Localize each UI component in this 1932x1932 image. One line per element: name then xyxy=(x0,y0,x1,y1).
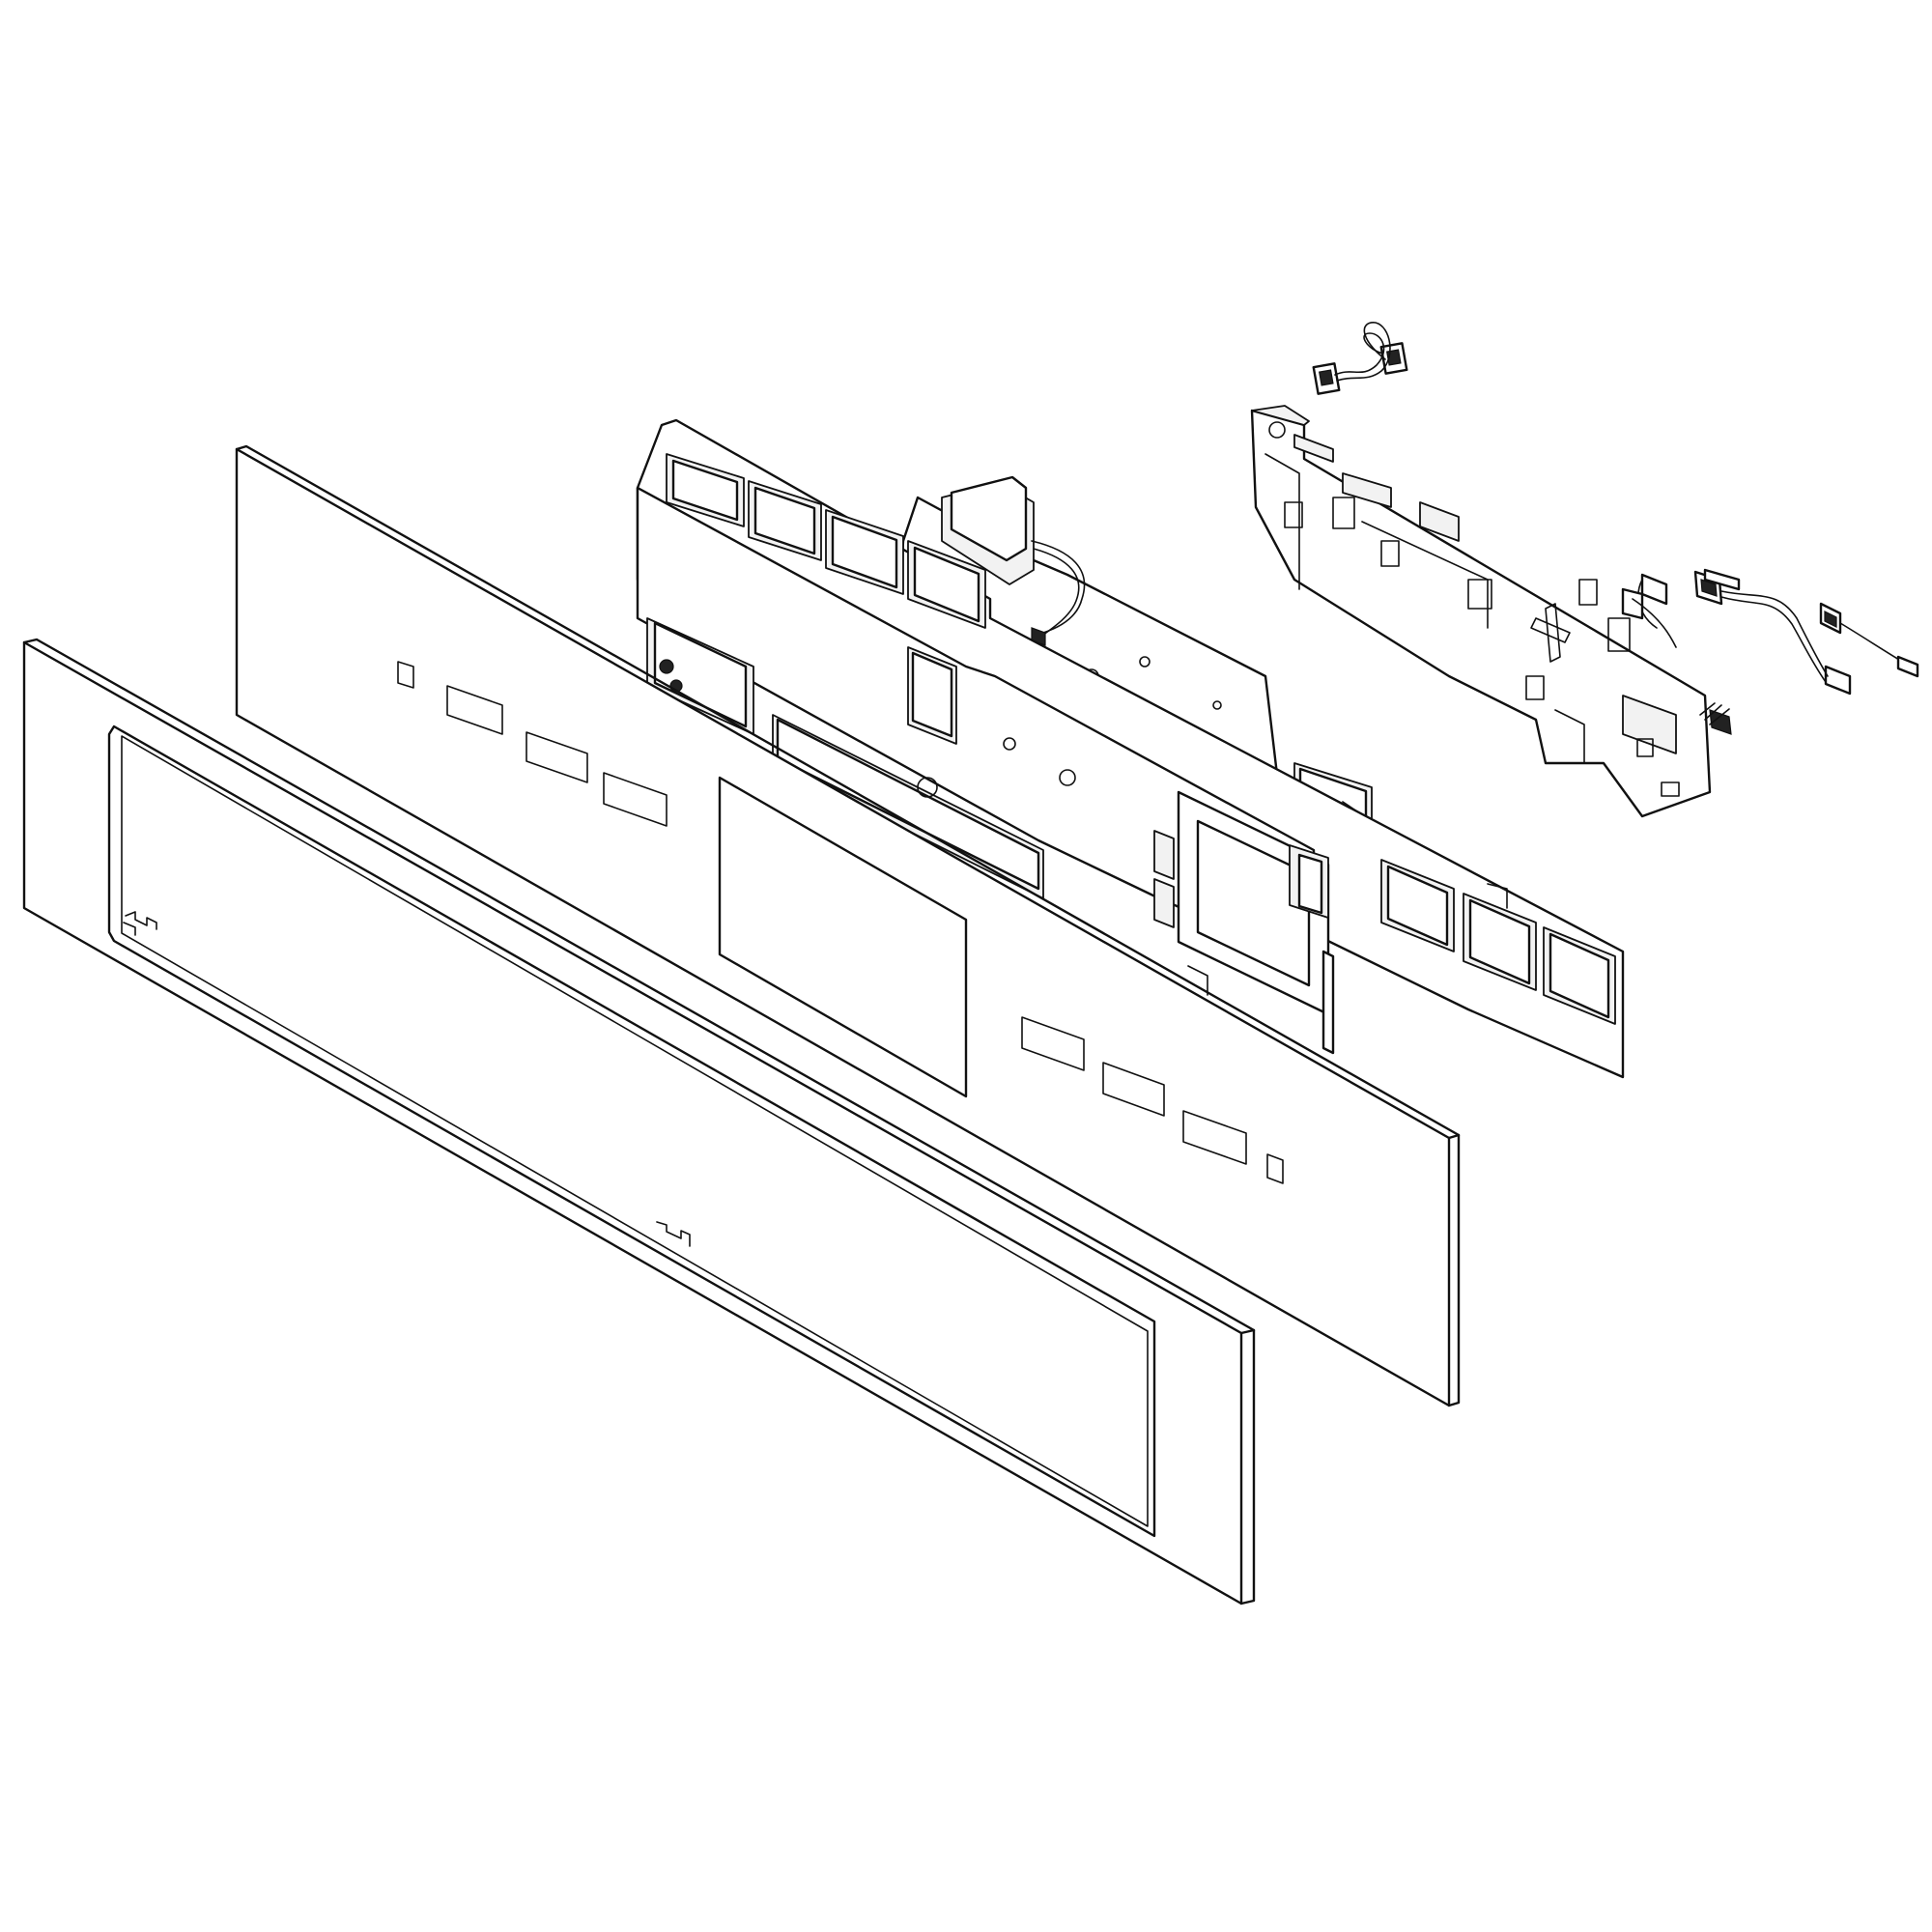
touch-membrane-overlay xyxy=(235,444,1461,1407)
wire-harness-right xyxy=(1637,568,1919,696)
wire-harness-upper xyxy=(1312,322,1408,395)
ribbon-cable-connector xyxy=(1621,587,1732,735)
mounting-bracket xyxy=(1250,405,1712,818)
keypad-housing-frame xyxy=(636,418,1625,1079)
front-glass-panel xyxy=(22,638,1256,1605)
